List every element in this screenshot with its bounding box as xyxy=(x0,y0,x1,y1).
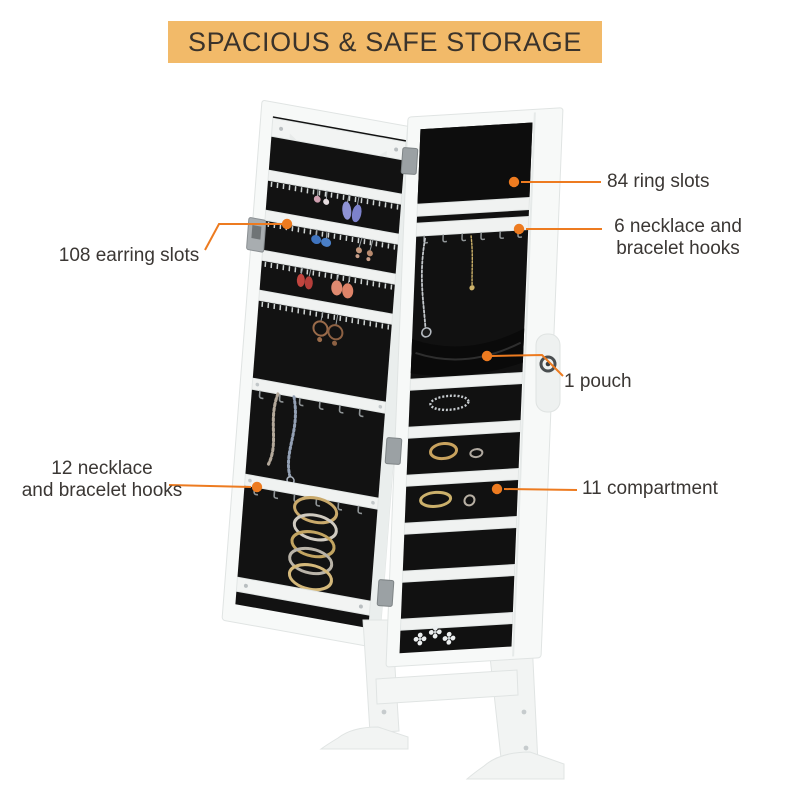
compartment-shelves xyxy=(399,371,523,631)
compartment-jewelry xyxy=(413,394,484,646)
door-lock xyxy=(246,217,267,253)
annotation-label: 84 ring slots xyxy=(607,171,710,192)
banner-title: SPACIOUS & SAFE STORAGE xyxy=(188,26,582,57)
cabinet-body xyxy=(385,107,564,668)
right-foot xyxy=(465,751,565,780)
banner: SPACIOUS & SAFE STORAGE xyxy=(168,21,602,63)
annotation-label-line1: 12 necklace xyxy=(51,458,153,479)
leg-pivot xyxy=(535,333,561,413)
flower-clips xyxy=(413,625,456,646)
annotation-label: 1 pouch xyxy=(564,371,632,392)
callout-dot-necklace-hooks-right xyxy=(513,223,525,235)
callout-dot-ring-slots xyxy=(508,176,520,188)
cabinet-hook-rail xyxy=(415,215,530,244)
callout-line-necklace-hooks-left xyxy=(168,484,252,488)
callout-line-compartments xyxy=(503,488,578,491)
hinges xyxy=(376,147,419,607)
annotation-ring-slots: 84 ring slots xyxy=(607,171,709,193)
callout-dot-necklace-hooks-left xyxy=(251,481,263,493)
ring-slots-area xyxy=(417,122,533,205)
annotation-earring-slots: 108 earring slots xyxy=(50,245,208,267)
callout-dot-pouch xyxy=(481,350,493,362)
annotation-label-line2: and bracelet hooks xyxy=(21,480,183,501)
shelf-top xyxy=(416,196,530,217)
leg-crossbar xyxy=(375,669,519,705)
door-bottom-bar xyxy=(235,576,371,616)
annotation-label-line2: bracelet hooks xyxy=(616,238,740,259)
annotation-pouch: 1 pouch xyxy=(564,371,632,393)
pouch xyxy=(410,328,525,376)
door-hook-bar-upper xyxy=(251,377,387,418)
annotation-compartments: 11 compartment xyxy=(582,478,718,500)
annotation-label: 11 compartment xyxy=(582,478,718,499)
callout-dot-compartments xyxy=(491,483,503,495)
stand-legs xyxy=(319,619,565,780)
annotation-label-line1: 6 necklace and xyxy=(614,216,742,237)
annotation-label: 108 earring slots xyxy=(58,245,200,266)
earrings xyxy=(296,188,374,346)
hanging-bracelets xyxy=(287,496,339,592)
left-foot xyxy=(319,726,409,750)
annotation-necklace-hooks-left: 12 necklace and bracelet hooks xyxy=(12,458,192,502)
callout-line-pouch xyxy=(491,353,564,377)
callout-line-earring-slots xyxy=(204,223,283,251)
annotation-necklace-hooks-right: 6 necklace and bracelet hooks xyxy=(598,216,758,260)
callout-dot-earring-slots xyxy=(281,218,293,230)
callout-dots xyxy=(251,176,525,495)
cabinet-door xyxy=(221,100,420,649)
earring-slot-bars xyxy=(258,169,403,330)
callouts xyxy=(168,181,602,491)
knob xyxy=(539,355,557,373)
cabinet-necklaces xyxy=(420,235,475,338)
